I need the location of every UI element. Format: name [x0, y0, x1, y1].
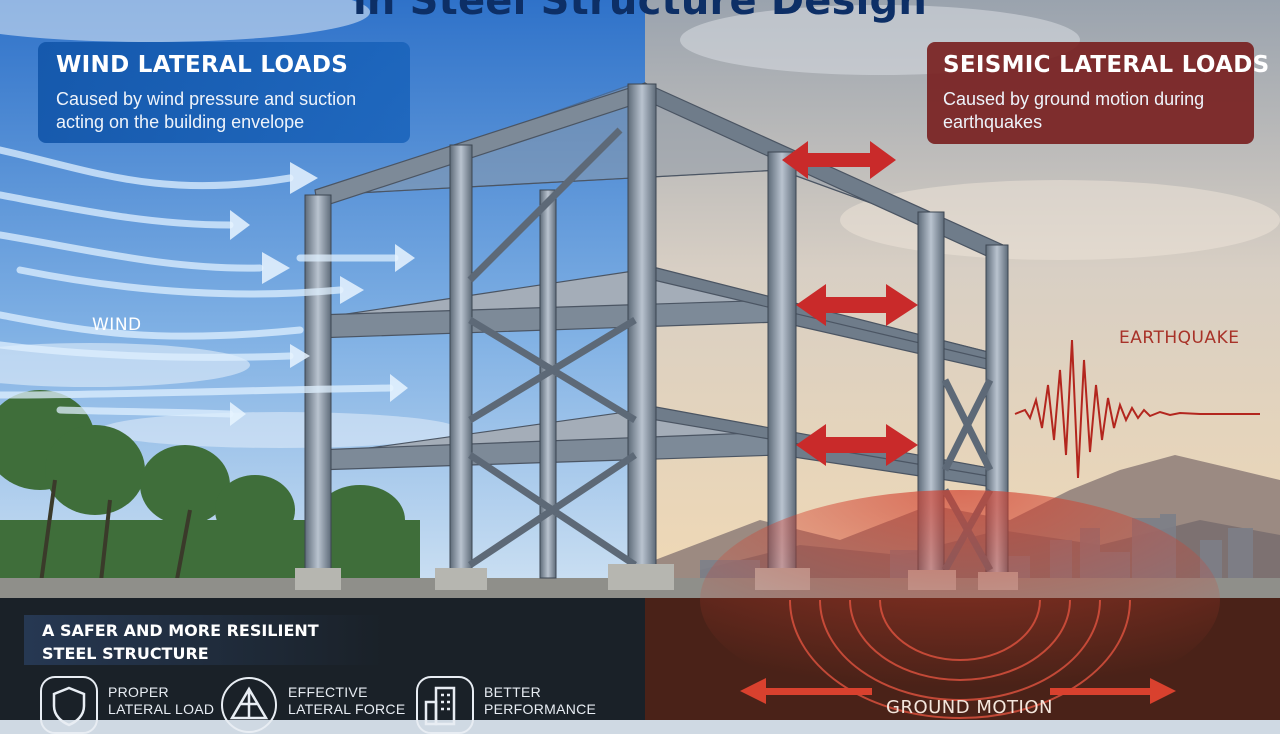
summary-line-1: A SAFER AND MORE RESILIENT	[42, 621, 319, 640]
seismic-panel-heading: SEISMIC LATERAL LOADS	[943, 52, 1270, 78]
shield-icon	[40, 676, 98, 734]
truss-triangle-icon	[221, 677, 277, 733]
feature-2-line-2: LATERAL FORCE	[288, 701, 406, 717]
feature-3-line-2: PERFORMANCE	[484, 701, 597, 717]
page-title: in Steel Structure Design	[352, 0, 928, 24]
feature-2-line-1: EFFECTIVE	[288, 684, 368, 700]
wind-panel-heading: WIND LATERAL LOADS	[56, 52, 349, 78]
seismic-panel-description: Caused by ground motion during earthquak…	[943, 88, 1254, 134]
wind-loads-panel: WIND LATERAL LOADS Caused by wind pressu…	[38, 42, 410, 143]
wind-label: WIND	[92, 315, 142, 335]
feature-1-line-1: PROPER	[108, 684, 169, 700]
feature-1-line-2: LATERAL LOAD	[108, 701, 215, 717]
wind-panel-description: Caused by wind pressure and suction acti…	[56, 88, 410, 134]
wind-panel-line-2: acting on the building envelope	[56, 112, 305, 132]
summary-banner: A SAFER AND MORE RESILIENT STEEL STRUCTU…	[24, 615, 384, 665]
earthquake-label: EARTHQUAKE	[1119, 328, 1240, 348]
ground-motion-label: GROUND MOTION	[886, 697, 1053, 718]
summary-line-2: STEEL STRUCTURE	[42, 644, 209, 663]
building-icon	[416, 676, 474, 734]
seismic-panel-line-2: earthquakes	[943, 112, 1043, 132]
feature-3-line-1: BETTER	[484, 684, 542, 700]
wind-panel-line-1: Caused by wind pressure and suction	[56, 89, 357, 109]
seismic-panel-line-1: Caused by ground motion during	[943, 89, 1205, 109]
seismic-loads-panel: SEISMIC LATERAL LOADS Caused by ground m…	[927, 42, 1270, 144]
